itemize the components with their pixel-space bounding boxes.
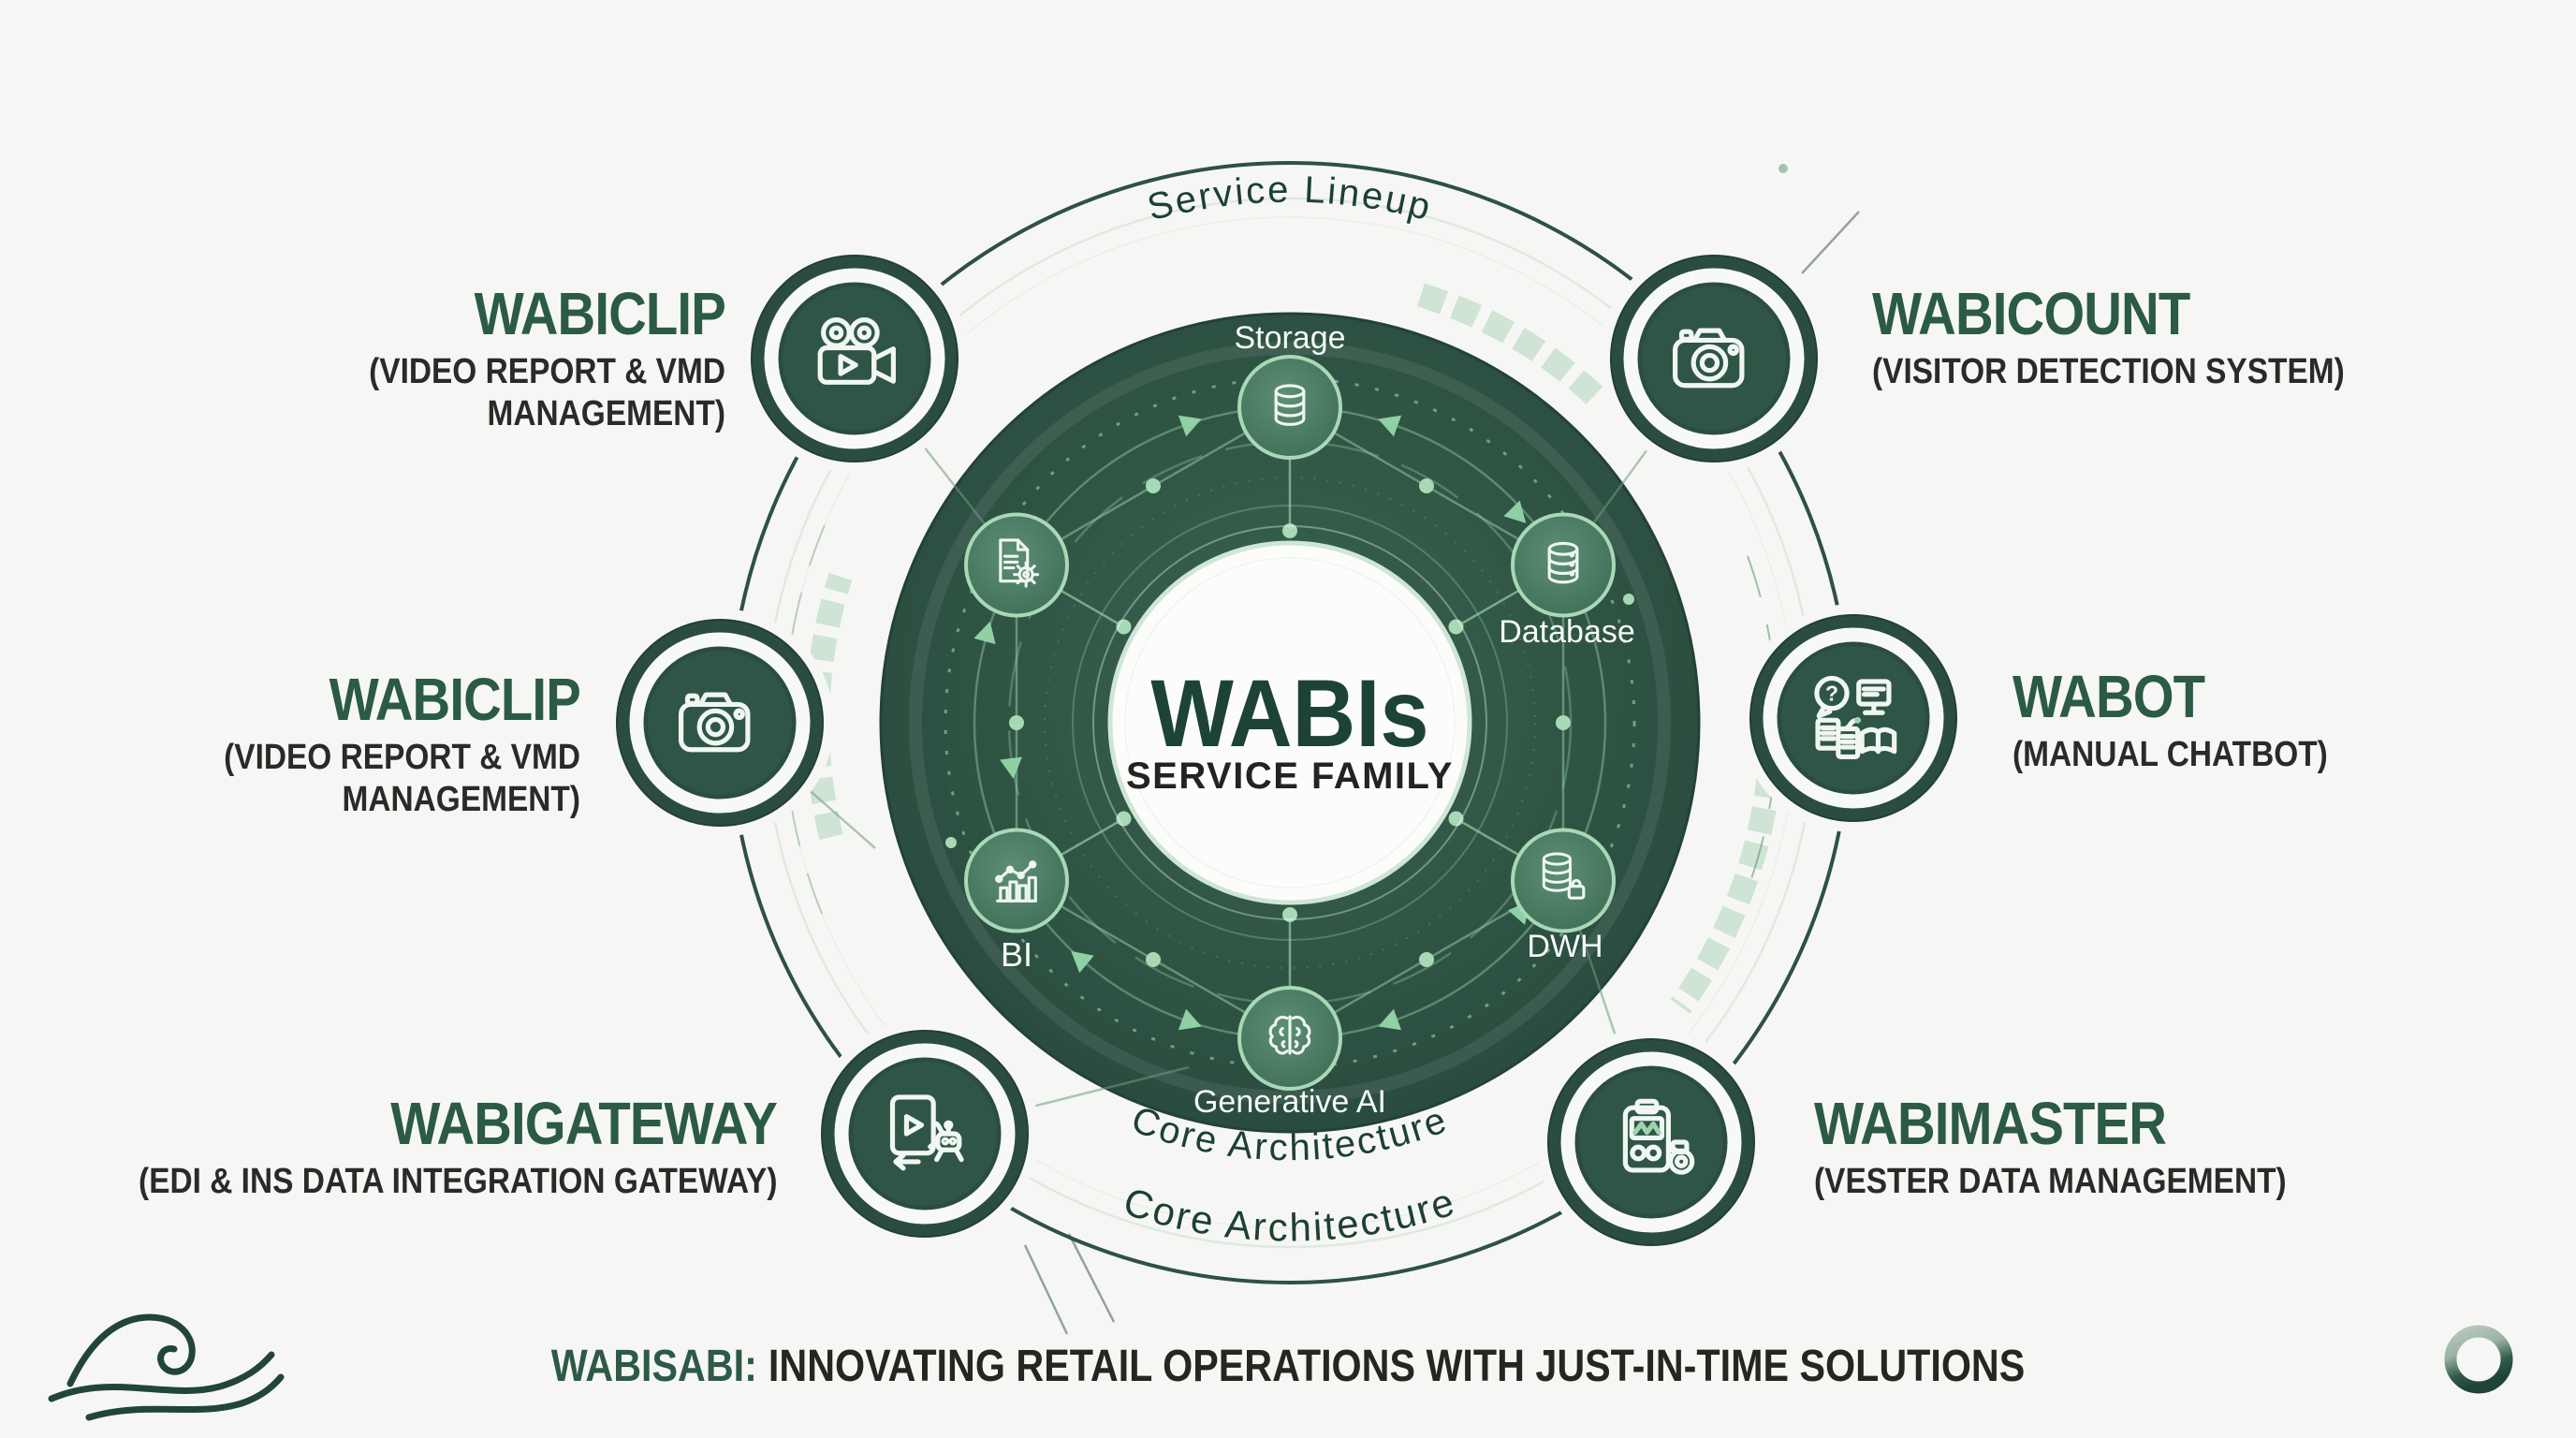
core-node-label: BI <box>1001 935 1032 974</box>
core-node-storage: Storage <box>1234 320 1346 460</box>
clipboard-machine-icon <box>1622 1098 1695 1175</box>
photo-camera-icon <box>679 692 751 753</box>
satellite-wabiclip-video <box>740 244 969 473</box>
brain-icon <box>1268 1015 1311 1055</box>
core-disc: Storage Database DW <box>804 312 1716 1143</box>
service-desc: (VIDEO REPORT & VMD MANAGEMENT) <box>224 738 580 819</box>
service-name: WABICOUNT <box>1872 280 2190 347</box>
service-name: WABICLIP <box>474 280 726 347</box>
wave-logo-icon <box>48 1313 285 1421</box>
arc-label-top: Service Lineup <box>1143 169 1434 229</box>
question-mark-glyph: ? <box>1825 682 1838 706</box>
core-node-database: Database <box>1499 512 1635 650</box>
bar-chart-icon <box>995 860 1037 902</box>
service-desc: (EDI & INS DATA INTEGRATION GATEWAY) <box>138 1162 777 1201</box>
core-node-label: Storage <box>1234 320 1345 356</box>
service-label-wabiclip-video: WABICLIP (VIDEO REPORT & VMD MANAGEMENT) <box>164 280 726 435</box>
svg-text:Service Lineup: Service Lineup <box>1143 169 1436 229</box>
core-node-generative-ai: Generative AI <box>1193 986 1386 1120</box>
photo-camera-icon <box>1673 328 1745 389</box>
core-node-dwh: DWH <box>1511 828 1616 964</box>
service-desc: (VIDEO REPORT & VMD MANAGEMENT) <box>369 352 725 433</box>
service-label-wabimaster: WABIMASTER (VESTER DATA MANAGEMENT) <box>1814 1093 2544 1203</box>
satellite-wabigateway <box>811 1020 1039 1248</box>
arc-label-bottom-outer: Core Architecture <box>1119 1179 1458 1249</box>
video-camera-icon <box>817 317 896 385</box>
brand-title: WABIs <box>1150 659 1428 766</box>
core-node-label: Generative AI <box>1193 1084 1386 1120</box>
core-node-label: Database <box>1499 614 1635 650</box>
ring-logo-icon <box>2444 1325 2513 1394</box>
chatbot-docs-icon: ? <box>1814 675 1897 759</box>
satellite-wabimaster <box>1537 1028 1765 1256</box>
core-node-label: DWH <box>1527 929 1603 964</box>
service-name: WABIGATEWAY <box>390 1090 778 1157</box>
database-icon <box>1547 541 1579 584</box>
service-label-wabicount: WABICOUNT (VISITOR DETECTION SYSTEM) <box>1872 284 2565 393</box>
service-label-wabot: WABOT (MANUAL CHATBOT) <box>2012 667 2537 776</box>
service-desc: (VESTER DATA MANAGEMENT) <box>1814 1162 2287 1201</box>
satellite-wabicount <box>1600 244 1828 473</box>
document-gear-icon <box>999 538 1040 588</box>
data-warehouse-icon <box>1542 852 1586 900</box>
storage-icon <box>1274 384 1306 426</box>
footer-text: INNOVATING RETAIL OPERATIONS WITH JUST-I… <box>768 1342 2026 1391</box>
service-name: WABOT <box>2012 663 2205 730</box>
service-label-wabiclip-camera: WABICLIP (VIDEO REPORT & VMD MANAGEMENT) <box>19 666 581 821</box>
service-desc: (VISITOR DETECTION SYSTEM) <box>1872 352 2345 391</box>
service-name: WABICLIP <box>329 666 581 733</box>
core-node-document-processing <box>964 512 1069 618</box>
service-name: WABIMASTER <box>1814 1090 2167 1157</box>
brand-subtitle: SERVICE FAMILY <box>1126 756 1454 797</box>
satellite-wabiclip-camera <box>606 609 834 837</box>
footer-tagline: WABISABI:INNOVATING RETAIL OPERATIONS WI… <box>181 1341 2396 1392</box>
service-desc: (MANUAL CHATBOT) <box>2012 735 2328 774</box>
core-node-bi: BI <box>964 828 1069 974</box>
integration-gateway-icon <box>889 1094 964 1171</box>
svg-text:Core Architecture: Core Architecture <box>1119 1179 1461 1249</box>
center-hub: WABIs SERVICE FAMILY <box>1092 525 1487 920</box>
footer-brand: WABISABI: <box>550 1342 757 1391</box>
satellite-wabot: ? <box>1739 604 1968 832</box>
service-label-wabigateway: WABIGATEWAY (EDI & INS DATA INTEGRATION … <box>66 1090 778 1203</box>
